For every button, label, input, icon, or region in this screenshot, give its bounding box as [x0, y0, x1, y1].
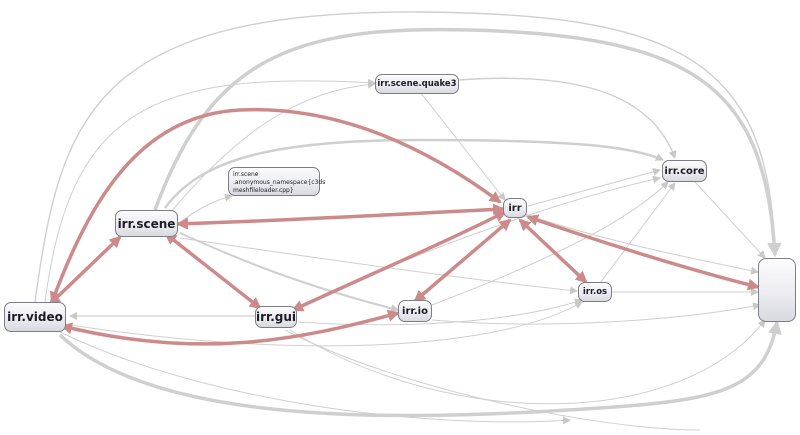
edge-video-os: [69, 301, 583, 347]
edge-scene-irr-cycle: [176, 203, 505, 230]
node-irr-scene-anonymous-namespace[interactable]: irr.scene .anonymous_namespace{c3ds mesh…: [228, 167, 325, 196]
node-irr-scene-quake3[interactable]: irr.scene.quake3: [375, 74, 459, 94]
edge-gui-irr-cycle: [291, 210, 507, 312]
edge-video-unnamed-bottom: [58, 320, 782, 418]
edge-gui-unnamed: [289, 319, 766, 405]
edge-scene-unnamed: [153, 27, 782, 257]
edge-quake3-core: [457, 77, 677, 159]
edge-irr-os-cycle: [518, 218, 588, 284]
edge-io-unnamed: [431, 302, 761, 325]
edge-video-io-cycle: [60, 309, 400, 346]
edge-video-irr-cycle: [49, 107, 502, 304]
edge-os-core: [599, 182, 676, 284]
edge-core-unnamed: [694, 181, 766, 259]
edge-irr-unnamed-lower: [524, 213, 759, 275]
node-irr-scene[interactable]: irr.scene: [115, 210, 178, 237]
edge-gui-lower: [284, 329, 701, 431]
node-irr-video[interactable]: irr.video: [4, 302, 66, 332]
edge-video-unnamed-top: [34, 11, 782, 303]
node-irr[interactable]: irr: [503, 198, 527, 218]
edge-scene-gui-cycle: [164, 232, 262, 310]
node-irr-io[interactable]: irr.io: [398, 300, 432, 322]
edge-quake3-irr: [419, 91, 506, 201]
edge-scene-os: [179, 237, 578, 295]
edge-video-lower: [59, 331, 571, 425]
edge-irr-core: [527, 167, 661, 207]
node-unnamed[interactable]: [758, 258, 796, 322]
node-irr-core[interactable]: irr.core: [662, 160, 707, 182]
edge-io-irr-cycle: [413, 218, 512, 303]
edge-scene-quake3: [169, 80, 376, 214]
edge-irr-unnamed-cycle: [526, 214, 760, 291]
edge-scene-anon: [179, 193, 233, 223]
node-irr-gui[interactable]: irr.gui: [255, 306, 297, 328]
node-irr-os[interactable]: irr.os: [578, 282, 612, 302]
edge-video-scene-cycle: [48, 235, 122, 306]
